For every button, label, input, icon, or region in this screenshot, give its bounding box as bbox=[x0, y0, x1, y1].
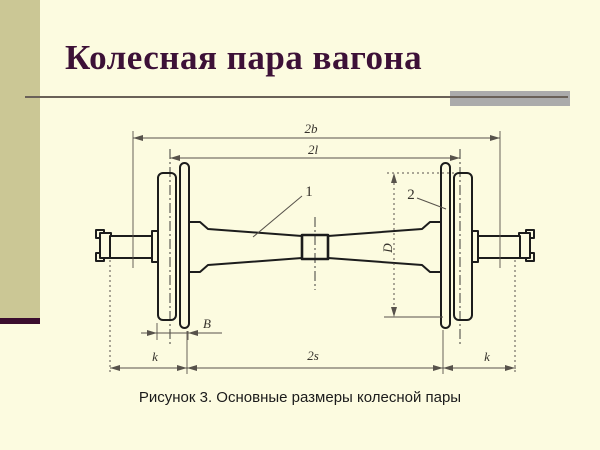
callout-wheel: 2 bbox=[407, 187, 447, 210]
axle-end-right bbox=[518, 229, 535, 262]
title-rule bbox=[25, 96, 568, 98]
dimension-2b: 2b bbox=[132, 121, 501, 268]
dim-label-2b: 2b bbox=[305, 121, 319, 136]
dim-label-B: B bbox=[203, 316, 211, 331]
wheel-disc-right bbox=[453, 172, 473, 321]
dim-label-D: D bbox=[380, 243, 395, 254]
dim-label-k-right: k bbox=[484, 349, 490, 364]
wheel-disc-left bbox=[157, 172, 177, 321]
side-strip-accent-bar bbox=[0, 318, 40, 324]
part-label-wheel: 2 bbox=[407, 187, 415, 203]
dimension-bottom: k 2s k bbox=[109, 260, 516, 374]
part-label-axle: 1 bbox=[305, 184, 313, 200]
journal-left bbox=[109, 235, 154, 259]
side-strip bbox=[0, 0, 40, 318]
axle-end-left bbox=[95, 229, 112, 262]
wheel-flange-right bbox=[440, 162, 451, 329]
dim-label-k-left: k bbox=[152, 349, 158, 364]
dimension-D: D bbox=[380, 172, 456, 318]
dimension-2l: 2l bbox=[170, 142, 460, 161]
slide-title: Колесная пара вагона bbox=[65, 38, 423, 77]
dim-label-2s: 2s bbox=[307, 348, 319, 363]
callout-axle: 1 bbox=[252, 184, 313, 238]
wheel-flange-left bbox=[179, 162, 190, 329]
dim-label-2l: 2l bbox=[308, 142, 319, 157]
figure-caption: Рисунок 3. Основные размеры колесной пар… bbox=[138, 389, 462, 406]
journal-right bbox=[476, 235, 521, 259]
dimension-B: B bbox=[141, 316, 222, 340]
title-rule-box bbox=[450, 91, 570, 106]
